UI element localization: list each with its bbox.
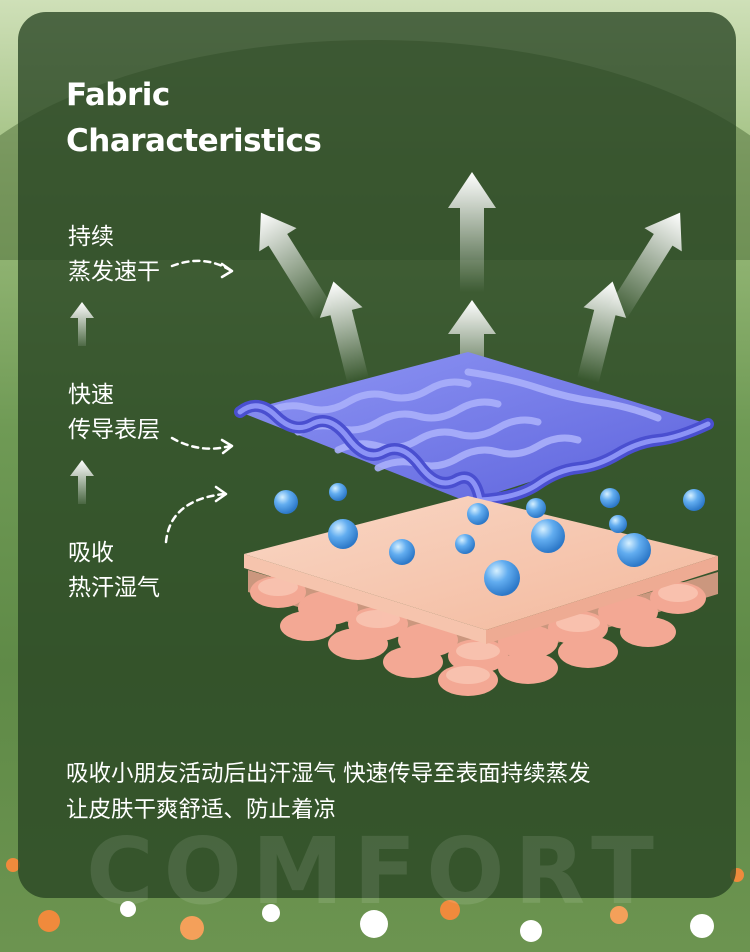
water-droplet-icon xyxy=(329,483,347,501)
step-evaporate-line-2: 蒸发速干 xyxy=(68,259,160,285)
up-arrow-icon xyxy=(319,281,369,384)
description: 吸收小朋友活动后出汗湿气 快速传导至表面持续蒸发 让皮肤干爽舒适、防止着凉 xyxy=(66,756,736,828)
up-arrow-icon xyxy=(70,302,94,346)
step-evaporate-line-1: 持续 xyxy=(68,224,114,250)
step-evaporate: 持续 蒸发速干 xyxy=(68,220,160,290)
step-conduct-line-2: 传导表层 xyxy=(68,417,160,443)
dashed-arrow-icon xyxy=(170,259,234,279)
water-droplet-icon xyxy=(455,534,475,554)
moisture-droplets xyxy=(274,483,705,596)
up-arrow-icon xyxy=(259,212,334,321)
flower-field xyxy=(0,842,750,952)
info-panel: Fabric Characteristics 持续 蒸发速干 快速 传导表层 吸… xyxy=(18,12,736,898)
water-droplet-icon xyxy=(531,519,565,553)
step-absorb-line-2: 热汗湿气 xyxy=(68,575,160,601)
fabric-layers-illustration xyxy=(234,172,718,696)
water-droplet-icon xyxy=(274,490,298,514)
up-arrow-icon xyxy=(577,281,627,384)
step-absorb: 吸收 热汗湿气 xyxy=(68,536,160,606)
up-arrow-icon xyxy=(448,172,496,292)
skin-layer xyxy=(244,496,718,696)
water-droplet-icon xyxy=(617,533,651,567)
water-droplet-icon xyxy=(609,515,627,533)
step-conduct-line-1: 快速 xyxy=(68,382,114,408)
watermark-text: COMFORT xyxy=(86,818,664,925)
title-line-1: Fabric xyxy=(66,77,170,113)
page-title: Fabric Characteristics xyxy=(66,72,322,164)
dashed-arrow-icon xyxy=(170,436,234,455)
up-arrow-icon xyxy=(70,460,94,504)
water-droplet-icon xyxy=(526,498,546,518)
step-absorb-line-1: 吸收 xyxy=(68,540,114,566)
water-droplet-icon xyxy=(467,503,489,525)
description-line-2: 让皮肤干爽舒适、防止着凉 xyxy=(66,797,337,823)
water-droplet-icon xyxy=(600,488,620,508)
water-droplet-icon xyxy=(484,560,520,596)
water-droplet-icon xyxy=(683,489,705,511)
water-droplet-icon xyxy=(389,539,415,565)
water-droplet-icon xyxy=(328,519,358,549)
dashed-arrow-icon xyxy=(164,485,228,544)
step-conduct: 快速 传导表层 xyxy=(68,378,160,448)
up-arrow-icon xyxy=(607,212,682,321)
woven-fabric-layer xyxy=(234,352,714,507)
title-line-2: Characteristics xyxy=(66,123,322,159)
description-line-1: 吸收小朋友活动后出汗湿气 快速传导至表面持续蒸发 xyxy=(66,761,591,787)
